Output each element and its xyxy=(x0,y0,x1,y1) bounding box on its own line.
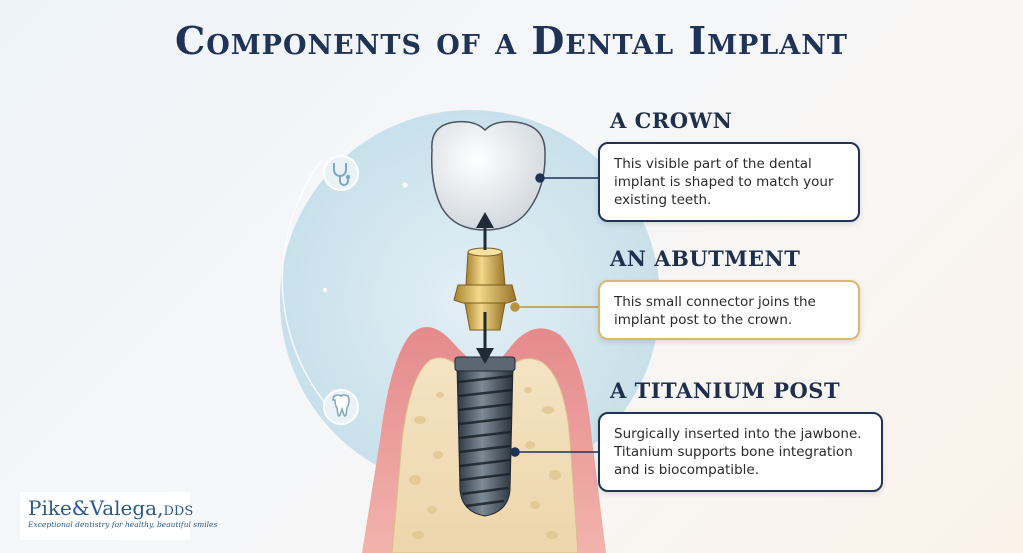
page-title: Components of a Dental Implant xyxy=(175,18,848,63)
titanium-post-heading: A TITANIUM POST xyxy=(610,378,841,403)
leader-lines xyxy=(510,173,598,457)
tooth-icon xyxy=(323,389,359,425)
abutment-description-box: This small connector joins the implant p… xyxy=(598,280,860,340)
decorative-arc xyxy=(281,159,341,421)
assembly-arrows xyxy=(476,212,494,364)
abutment-heading: AN ABUTMENT xyxy=(610,246,801,271)
titanium-post-description-box: Surgically inserted into the jawbone. Ti… xyxy=(598,412,883,492)
logo-name: Pike&Valega,DDS xyxy=(28,496,194,520)
practice-logo: Pike&Valega,DDS Exceptional dentistry fo… xyxy=(20,492,218,540)
logo-tagline: Exceptional dentistry for healthy, beaut… xyxy=(28,520,218,529)
crown-description-box: This visible part of the dental implant … xyxy=(598,142,860,222)
crown-heading: A CROWN xyxy=(610,108,733,133)
titanium-post xyxy=(454,356,516,517)
stethoscope-icon xyxy=(323,155,359,191)
crown xyxy=(430,120,546,231)
